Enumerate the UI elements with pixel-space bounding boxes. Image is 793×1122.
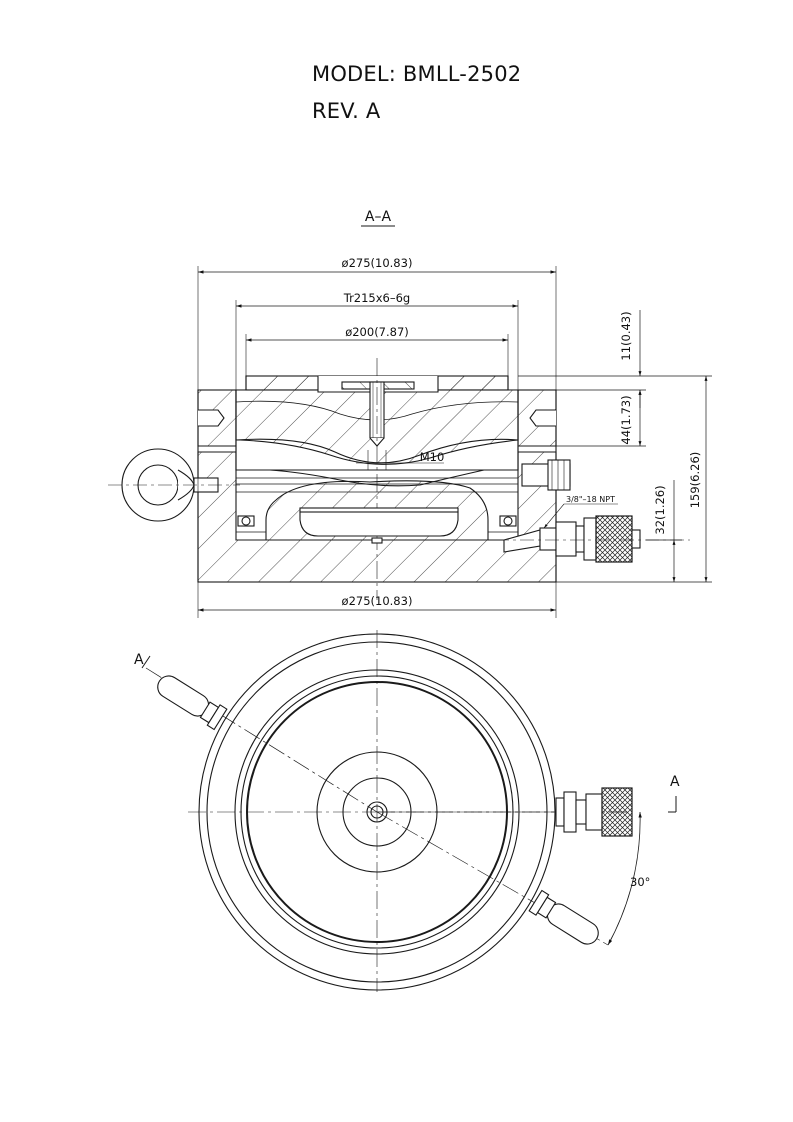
lifting-eye-bolt	[108, 448, 240, 522]
section-mark-left: A	[134, 652, 144, 668]
section-label: A–A	[365, 209, 392, 225]
dimension-thread: Tr215x6–6g	[235, 291, 519, 395]
dim-saddle-dia: ø200(7.87)	[345, 325, 409, 339]
handle-lower-right	[528, 889, 599, 945]
dim-11: 11(0.43)	[619, 311, 633, 360]
dim-44: 44(1.73)	[619, 395, 633, 444]
dimension-saddle: ø200(7.87)	[245, 325, 509, 376]
dim-thread: Tr215x6–6g	[343, 291, 411, 305]
dimension-right	[518, 310, 712, 583]
plan-view: A A 30°	[134, 630, 680, 992]
dim-159: 159(6.26)	[688, 452, 702, 509]
outer-ring	[198, 633, 556, 991]
relief-valve	[521, 459, 571, 491]
coupler-plan	[555, 787, 633, 837]
coupler-fitting	[470, 515, 690, 563]
dim-bolt: M10	[420, 450, 445, 464]
section-view: A–A ø275(10.83) Tr215x6–6g ø200(7.87)	[108, 209, 712, 618]
dimension-bottom-outer: ø275(10.83)	[197, 582, 557, 618]
model-title: MODEL: BMLL-2502	[312, 62, 522, 86]
dim-top-outer-dia: ø275(10.83)	[342, 256, 413, 270]
angle-label: 30°	[630, 875, 650, 889]
dim-bottom-outer-dia: ø275(10.83)	[342, 594, 413, 608]
handle-upper-left	[157, 675, 228, 731]
dim-port: 3/8"–18 NPT	[566, 495, 615, 504]
dim-32: 32(1.26)	[653, 485, 667, 534]
dimension-top-outer: ø275(10.83)	[197, 256, 557, 390]
section-mark-right: A	[670, 774, 680, 790]
revision-label: REV. A	[312, 99, 381, 123]
